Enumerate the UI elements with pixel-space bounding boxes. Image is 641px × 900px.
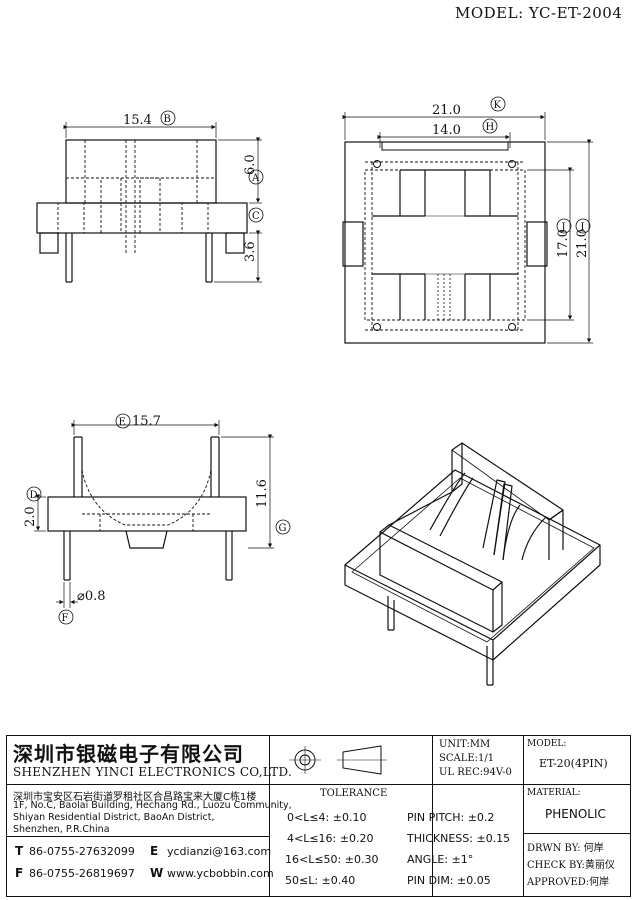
fax-value: 86-0755-26819697 [29, 867, 135, 880]
label-k: K [494, 100, 502, 111]
label-d: D [30, 490, 38, 501]
check-by: CHECK BY:黄丽仪 [527, 860, 615, 871]
dim-15-7: 15.7 [132, 414, 161, 429]
tolerance-title: TOLERANCE [320, 788, 388, 799]
dim-14-0: 14.0 [432, 123, 461, 138]
model-title: MODEL: [527, 739, 567, 749]
projection-symbol [289, 745, 387, 775]
label-e: E [119, 417, 126, 428]
label-j: J [561, 222, 566, 233]
web-label: W [150, 866, 164, 880]
tolerance-1: 0<L≤4: ±0.10 [287, 811, 367, 824]
model-value: ET-20(4PIN) [539, 757, 608, 770]
dim-15-4: 15.4 [123, 113, 152, 128]
company-name-en: SHENZHEN YINCI ELECTRONICS CO,LTD. [13, 765, 293, 779]
tel-value: 86-0755-27632099 [29, 845, 135, 858]
dim-2-0: 2.0 [23, 506, 38, 527]
front-view [36, 110, 264, 283]
approved-by: APPROVED:何岸 [527, 877, 610, 888]
company-name-cn: 深圳市银磁电子有限公司 [13, 742, 244, 766]
fax-label: F [15, 866, 24, 880]
dim-11-6: 11.6 [255, 479, 270, 508]
tolerance-2: 4<L≤16: ±0.20 [287, 832, 374, 845]
label-g: G [279, 523, 287, 534]
label-b: B [164, 114, 171, 125]
tel-label: T [15, 844, 24, 858]
label-a: A [251, 173, 260, 184]
label-f: F [62, 613, 69, 624]
tolerance-4: 50≤L: ±0.40 [285, 874, 356, 887]
pin-pitch: PIN PITCH: ±0.2 [407, 811, 495, 824]
address-en-1: 1F, No.C, Baolai Building, Hechang Rd., … [13, 800, 292, 811]
top-view [342, 96, 593, 344]
isometric-view [344, 442, 601, 686]
web-value: www.ycbobbin.com [167, 867, 274, 880]
unit: UNIT:MM [439, 739, 491, 750]
drawn-by: DRWN BY: 何岸 [527, 843, 604, 854]
address-en-3: Shenzhen, P.R.China [13, 824, 110, 835]
email-label: E [150, 844, 159, 858]
dim-17-0: 17.0 [556, 229, 571, 258]
dim-pin-0-8: ⌀0.8 [77, 589, 106, 604]
dim-21-0-height: 21.0 [575, 229, 590, 258]
material-title: MATERIAL: [527, 788, 581, 798]
label-c: C [252, 211, 260, 222]
dim-6-0: 6.0 [243, 154, 258, 175]
thickness: THICKNESS: ±0.15 [407, 832, 511, 845]
dim-21-0-width: 21.0 [432, 103, 461, 118]
side-view [26, 413, 291, 625]
model-header: MODEL: YC-ET-2004 [455, 4, 623, 22]
title-block: 深圳市银磁电子有限公司 SHENZHEN YINCI ELECTRONICS C… [6, 735, 631, 897]
address-en-2: Shiyan Residential District, BaoAn Distr… [13, 812, 215, 823]
ul-rec: UL REC:94V-0 [439, 767, 512, 778]
scale: SCALE:1/1 [439, 753, 495, 764]
material-value: PHENOLIC [545, 807, 606, 821]
angle: ANGLE: ±1° [407, 853, 474, 866]
tolerance-3: 16<L≤50: ±0.30 [285, 853, 379, 866]
label-h: H [486, 122, 495, 133]
label-i: I [581, 222, 585, 233]
dim-3-6: 3.6 [243, 241, 258, 262]
technical-drawing: 15.4 B 6.0 A C 3.6 [23, 96, 601, 686]
pin-dim: PIN DIM: ±0.05 [407, 874, 491, 887]
email-value: ycdianzi@163.com [167, 845, 272, 858]
address-cn: 深圳市宝安区石岩街道罗租社区合昌路宝来大厦C栋1楼 [13, 792, 257, 803]
